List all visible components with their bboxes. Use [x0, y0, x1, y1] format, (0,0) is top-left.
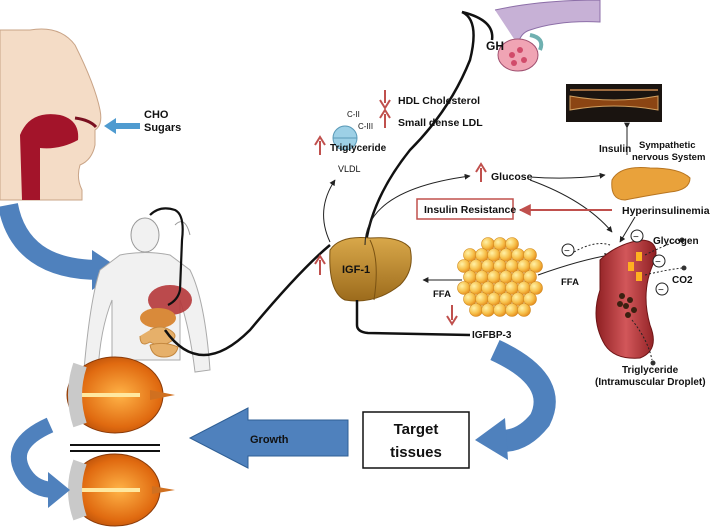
blue-curve-arrow-2 [490, 340, 556, 452]
blue-curve-arrowhead-3 [48, 472, 70, 508]
svg-text:−: − [658, 285, 664, 296]
fat-cell [469, 303, 483, 317]
gut-path [149, 207, 184, 306]
muscle-illustration [595, 239, 657, 359]
blue-curve-arrow-3 [10, 417, 56, 498]
glucose-to-pancreas-arrow [529, 172, 606, 179]
ffa-down-arrow [446, 305, 458, 326]
growth-label: Growth [250, 434, 289, 446]
tg-droplet-label-2: (Intramuscular Droplet) [595, 377, 706, 388]
hdl-down-arrow [379, 90, 391, 110]
fat-cell [505, 237, 519, 251]
target-tissues-box [362, 411, 470, 469]
sugars-label: Sugars [144, 122, 181, 134]
fat-cell [523, 270, 537, 284]
gh-label: GH [486, 39, 504, 53]
igf1-up-arrow [314, 254, 326, 275]
igf1-label: IGF-1 [342, 264, 370, 276]
head-illustration [0, 28, 102, 201]
body-illustration [83, 217, 211, 373]
ldl-up-arrow [379, 108, 391, 128]
pituitary-gland [494, 0, 601, 72]
blue-curve-arrowhead-2 [475, 418, 508, 460]
ffa-right-label: FFA [561, 277, 579, 288]
igfbp3-label: IGFBP-3 [472, 330, 512, 341]
svg-text:−: − [655, 257, 661, 268]
blood-vessel-image [566, 84, 662, 122]
tissues-label: tissues [390, 444, 442, 461]
inhibit-circle-2: − [630, 229, 644, 243]
pancreas-illustration [611, 167, 691, 201]
c3-label: C-III [358, 122, 373, 131]
fat-cell [493, 303, 507, 317]
fat-cell [481, 303, 495, 317]
fat-cell [505, 303, 519, 317]
target-label: Target [394, 421, 439, 438]
blue-curve-arrow-1 [0, 202, 101, 280]
glucose-to-muscle-arrow [529, 179, 613, 233]
triglyceride-label: Triglyceride [330, 143, 387, 154]
triglyceride-up-arrow [314, 135, 326, 155]
fat-cell [529, 259, 543, 273]
inhibit-circle-1: − [561, 243, 575, 257]
svg-text:−: − [633, 232, 639, 243]
insulin-resistance-box [416, 198, 514, 220]
insulin-label: Insulin [599, 144, 631, 155]
hyperinsulinemia-label: Hyperinsulinemia [622, 205, 710, 217]
sympathetic-label-2: nervous System [632, 152, 705, 163]
ldl-label: Small dense LDL [398, 117, 483, 129]
co2-label: CO2 [672, 275, 693, 286]
portal-curve [163, 244, 331, 357]
glycogen-label: Glycogen [653, 236, 699, 247]
ffa-left-label: FFA [433, 289, 451, 300]
sympathetic-label-1: Sympathetic [639, 140, 696, 151]
glucose-label: Glucose [491, 171, 533, 183]
insulin-to-muscle-arrow [619, 216, 636, 243]
eye-bottom-illustration [68, 453, 175, 527]
vldl-label: VLDL [338, 164, 361, 174]
adipose-cells [457, 237, 543, 317]
fat-cell [517, 303, 531, 317]
inhibit-circle-3: − [652, 254, 666, 268]
tg-droplet-label-1: Triglyceride [622, 365, 679, 376]
c2-label: C-II [347, 110, 360, 119]
liver-pituitary-curve [363, 10, 475, 251]
tongue-shape [20, 114, 79, 200]
inhibit-circle-4: − [655, 282, 669, 296]
cho-arrowhead [104, 118, 116, 134]
insulin-resistance-label: Insulin Resistance [424, 204, 516, 216]
glucose-up-arrow [475, 162, 487, 182]
fat-cell [523, 292, 537, 306]
hdl-label: HDL Cholesterol [398, 95, 480, 107]
fat-cell [523, 248, 537, 262]
eye-top-illustration [66, 356, 175, 434]
liver-to-vldl-arrow [323, 179, 336, 243]
fat-cell [529, 281, 543, 295]
growth-arrow [188, 407, 349, 469]
cho-label: CHO [144, 109, 169, 121]
fat-to-muscle-ffa-arrow [537, 252, 611, 276]
svg-text:−: − [564, 246, 570, 257]
liver-to-igfbp3-line [355, 300, 471, 337]
liver-to-glucose-arrow [364, 173, 471, 246]
